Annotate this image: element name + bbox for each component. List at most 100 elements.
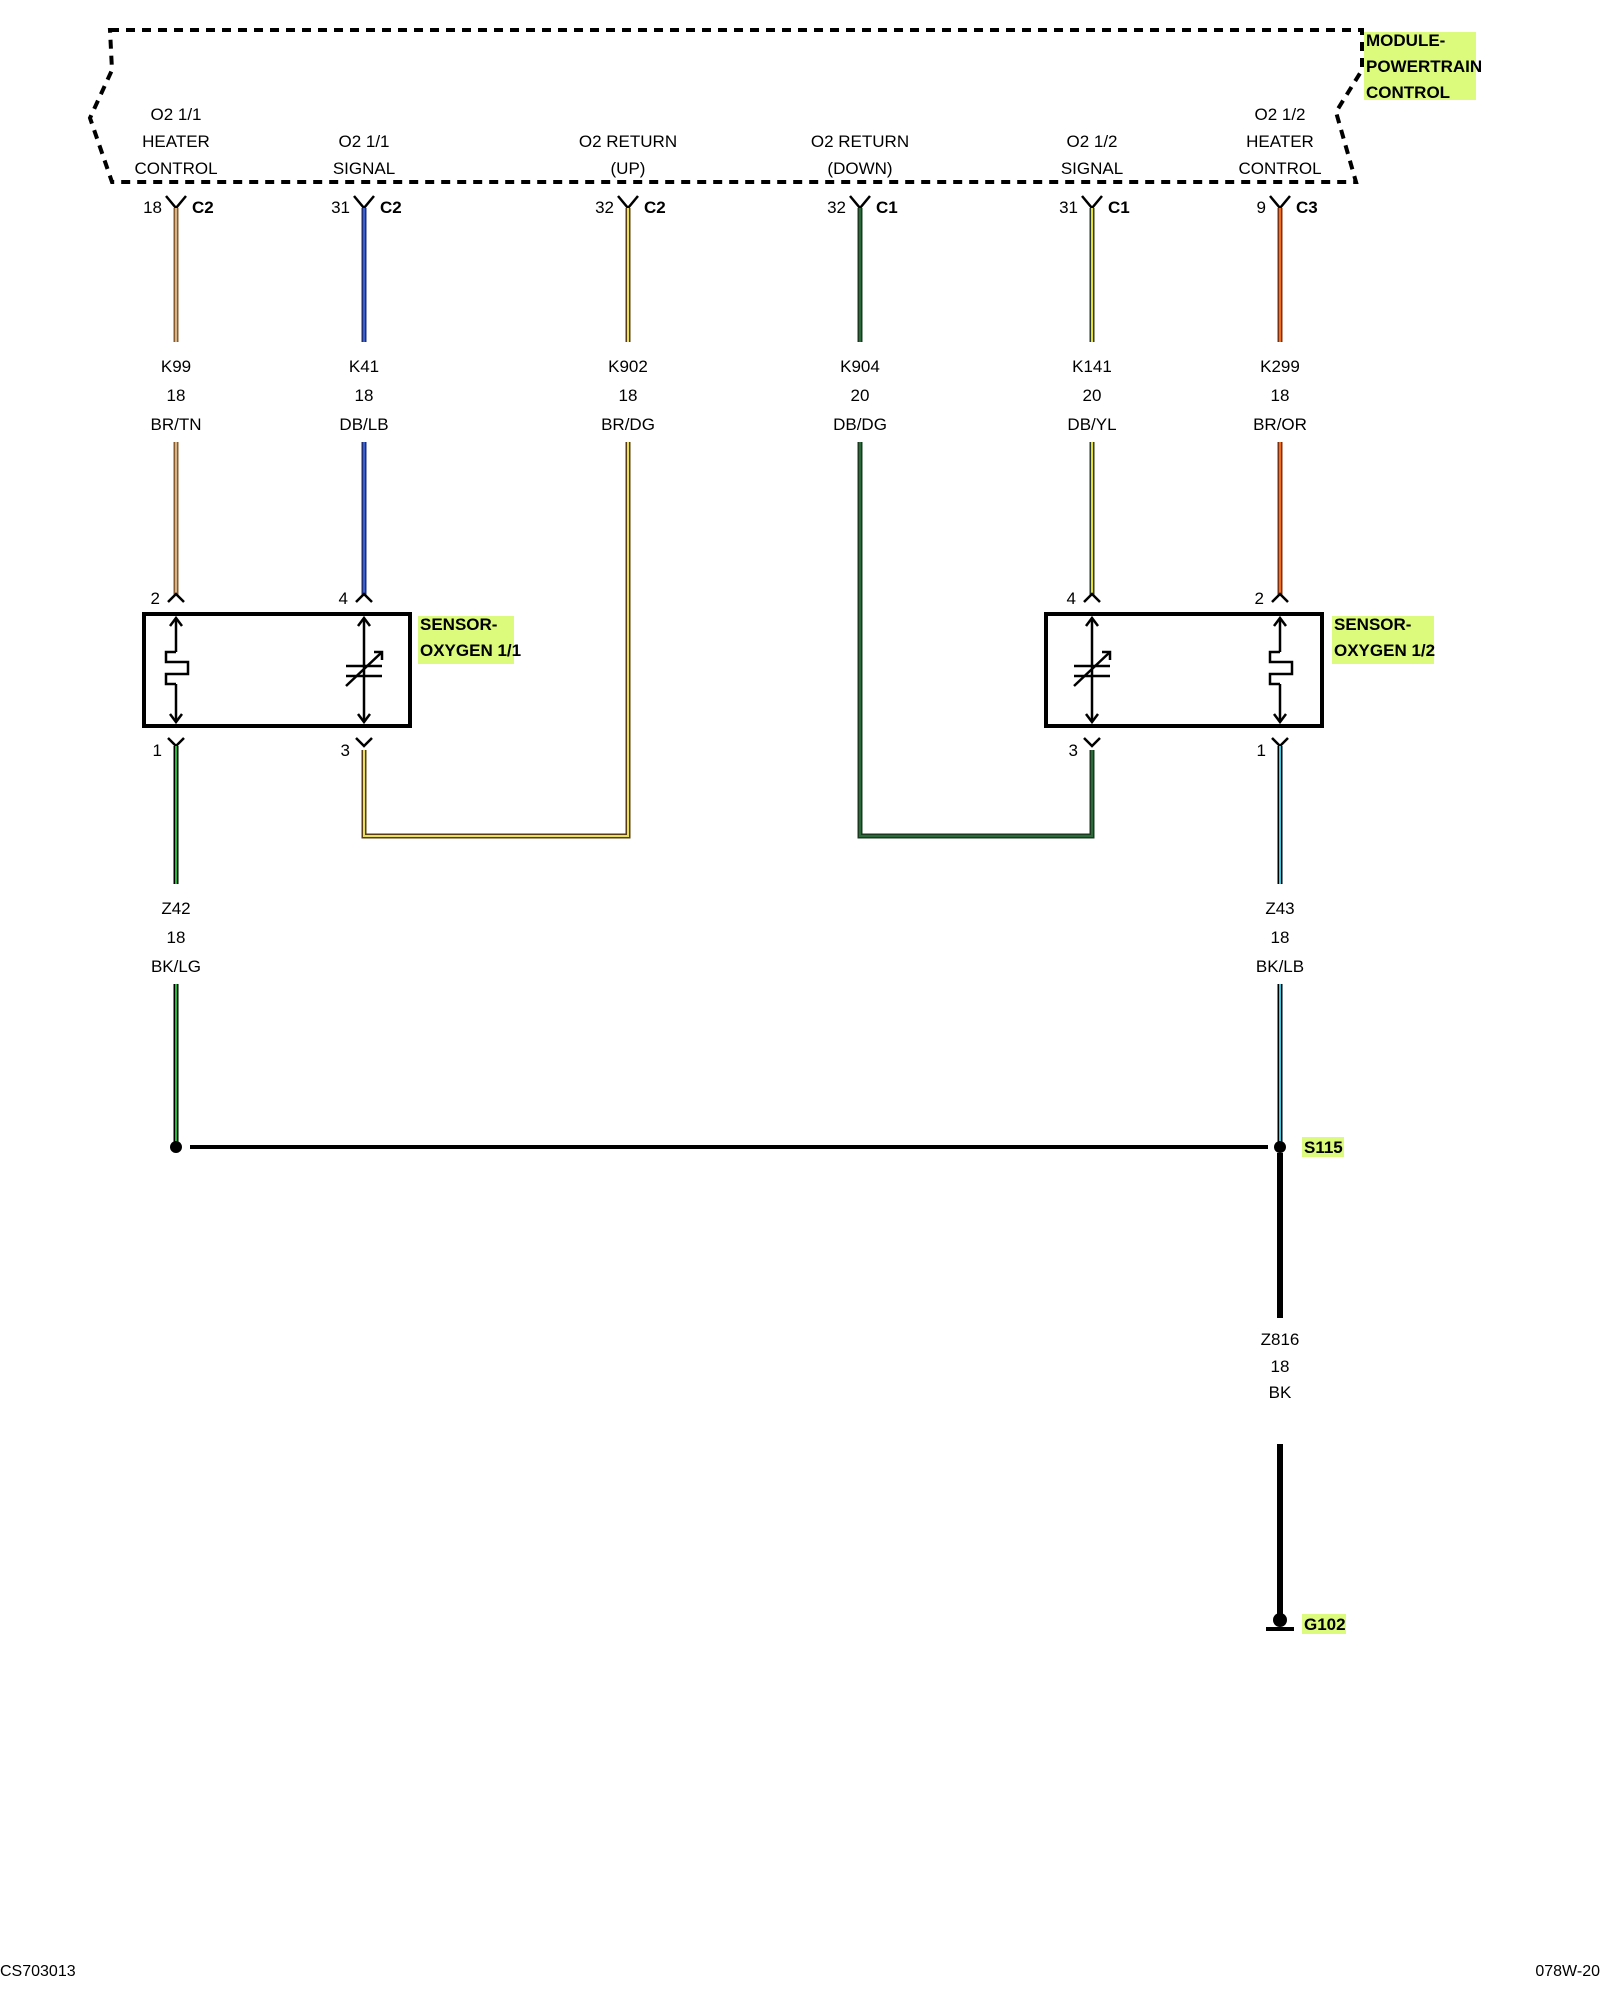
wire-4-color: DB/DG [833, 415, 887, 434]
pin-3-line3: (UP) [611, 159, 646, 178]
wire-2-circuit: K41 [349, 357, 379, 376]
module-label-line3: CONTROL [1366, 83, 1450, 102]
wire-3-circuit: K902 [608, 357, 648, 376]
pin-5-line2: O2 1/2 [1066, 132, 1117, 151]
splice-dot [170, 1141, 182, 1153]
ground-3-circuit: Z816 [1261, 1330, 1300, 1349]
ground-2-color: BK/LB [1256, 957, 1304, 976]
pin-4-connector: C1 [876, 198, 898, 217]
ground-dot [1273, 1613, 1287, 1627]
ground-wire-labels: Z42 18 BK/LG Z43 18 BK/LB [151, 899, 1304, 976]
connector-symbol [1269, 195, 1291, 210]
pin-3-connector: C2 [644, 198, 666, 217]
wire-4-circuit: K904 [840, 357, 880, 376]
ground-2-circuit: Z43 [1265, 899, 1294, 918]
ground-label: G102 [1304, 1615, 1346, 1634]
pin-3-line2: O2 RETURN [579, 132, 677, 151]
wire-5-color: DB/YL [1067, 415, 1116, 434]
pin-4-line3: (DOWN) [827, 159, 892, 178]
pin-5-connector: C1 [1108, 198, 1130, 217]
wire-z816: Z816 18 BK [1261, 1153, 1300, 1616]
module-label-line1: MODULE- [1366, 31, 1445, 50]
wire-2-gauge: 18 [355, 386, 374, 405]
ground-1-circuit: Z42 [161, 899, 190, 918]
ground-3-gauge: 18 [1271, 1357, 1290, 1376]
ground-3-color: BK [1269, 1383, 1292, 1402]
footer-left: CS703013 [0, 1963, 76, 1980]
label-highlight [1302, 1137, 1344, 1157]
sensor-1-pin-heater-top: 2 [151, 589, 160, 608]
variable-resistor-icon [345, 615, 384, 725]
wire-2-color: DB/LB [339, 415, 388, 434]
pin-column-2: O2 1/1 SIGNAL 31 C2 [331, 132, 402, 217]
wire-6-color: BR/OR [1253, 415, 1307, 434]
footer-right: 078W-20 [1535, 1963, 1600, 1980]
connector-symbol [355, 737, 373, 748]
wire-1-gauge: 18 [167, 386, 186, 405]
ground-wire-segments [173, 746, 1283, 1142]
wire-5-circuit: K141 [1072, 357, 1112, 376]
ground-g102: G102 [1266, 1613, 1346, 1634]
sensor-1-name2: OXYGEN 1/1 [420, 641, 521, 660]
connector-symbol [167, 737, 185, 748]
label-highlight [1302, 1614, 1346, 1634]
pin-1-line2: HEATER [142, 132, 210, 151]
pin-2-number: 31 [331, 198, 350, 217]
sensor-2-pin-signal-bottom: 3 [1069, 741, 1078, 760]
pin-2-line3: SIGNAL [333, 159, 395, 178]
wire-1-color: BR/TN [151, 415, 202, 434]
sensor-1-pin-signal-bottom: 3 [341, 741, 350, 760]
module-label: MODULE- POWERTRAIN CONTROL [1364, 31, 1482, 102]
pin-1-connector: C2 [192, 198, 214, 217]
module-outline [87, 28, 1364, 184]
pin-6-connector: C3 [1296, 198, 1318, 217]
connector-symbol [353, 195, 375, 210]
wire-1-circuit: K99 [161, 357, 191, 376]
pin-column-1: O2 1/1 HEATER CONTROL 18 C2 [134, 105, 217, 217]
ground-2-gauge: 18 [1271, 928, 1290, 947]
wire-3-gauge: 18 [619, 386, 638, 405]
pin-6-line1: O2 1/2 [1254, 105, 1305, 124]
wire-k904-lower-tracer [859, 442, 1093, 837]
wire-segments [173, 208, 1283, 839]
sensor-oxygen-1-1: 2 4 1 3 SENSOR- OXYGEN 1/1 [142, 589, 521, 760]
sensor-2-name2: OXYGEN 1/2 [1334, 641, 1435, 660]
variable-resistor-icon [1073, 615, 1112, 725]
heater-element-icon [1268, 615, 1294, 725]
wire-3-color: BR/DG [601, 415, 655, 434]
sensor-2-pin-heater-top: 2 [1255, 589, 1264, 608]
sensor-body [142, 612, 412, 728]
wire-k902-lower-tracer [363, 442, 629, 837]
heater-element-icon [164, 615, 190, 725]
wire-labels: K99 18 BR/TN K41 18 DB/LB K902 18 BR/DG … [151, 357, 1307, 434]
pin-3-number: 32 [595, 198, 614, 217]
sensor-2-pin-signal-top: 4 [1067, 589, 1076, 608]
sensor-oxygen-1-2: 4 2 3 1 SENSOR- OXYGEN 1/2 [1044, 589, 1435, 760]
pin-6-line2: HEATER [1246, 132, 1314, 151]
connector-symbol [849, 195, 871, 210]
label-highlight [1364, 32, 1476, 100]
pin-5-line3: SIGNAL [1061, 159, 1123, 178]
connector-symbol [165, 195, 187, 210]
module-label-line2: POWERTRAIN [1366, 57, 1482, 76]
pin-column-3: O2 RETURN (UP) 32 C2 [579, 132, 677, 217]
wire-6-circuit: K299 [1260, 357, 1300, 376]
pin-2-line2: O2 1/1 [338, 132, 389, 151]
connector-symbol [1271, 737, 1289, 748]
sensor-1-pin-heater-bottom: 1 [153, 741, 162, 760]
connector-symbol [1271, 592, 1289, 603]
sensor-2-pin-heater-bottom: 1 [1257, 741, 1266, 760]
ground-1-gauge: 18 [167, 928, 186, 947]
pin-1-line3: CONTROL [134, 159, 217, 178]
connector-symbol [355, 592, 373, 603]
sensor-2-name1: SENSOR- [1334, 615, 1411, 634]
pin-4-line2: O2 RETURN [811, 132, 909, 151]
wire-6-gauge: 18 [1271, 386, 1290, 405]
pin-column-6: O2 1/2 HEATER CONTROL 9 C3 [1238, 105, 1321, 217]
pin-column-5: O2 1/2 SIGNAL 31 C1 [1059, 132, 1130, 217]
pin-6-line3: CONTROL [1238, 159, 1321, 178]
pin-5-number: 31 [1059, 198, 1078, 217]
sensor-1-pin-signal-top: 4 [339, 589, 348, 608]
splice-s115: S115 [170, 1137, 1344, 1157]
connector-symbol [1083, 737, 1101, 748]
